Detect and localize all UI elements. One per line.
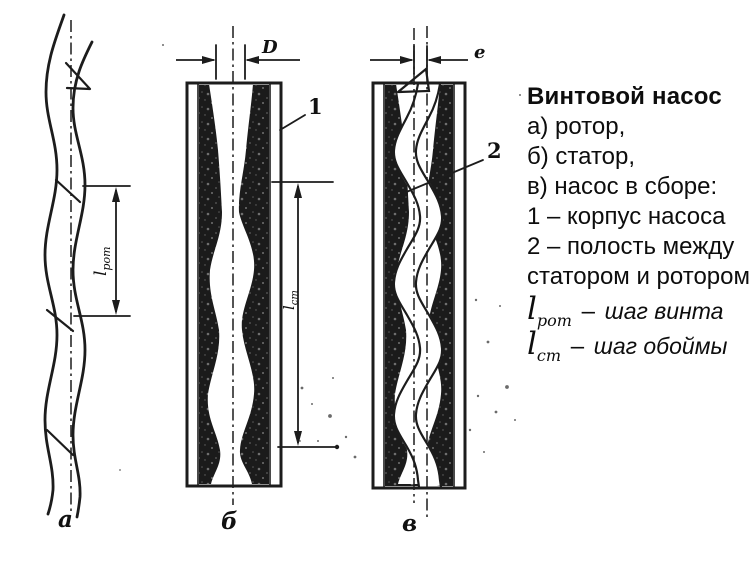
rotor-outline-left (43, 13, 66, 516)
figure-rotor: lрот а (43, 13, 131, 533)
formula-description: шаг винта (604, 298, 724, 324)
assembly-housing-rect (371, 81, 467, 490)
stator-pitch-dimension: lст (271, 181, 340, 450)
stator-diameter-dimension: D (176, 37, 300, 80)
dim-arrow-right (400, 56, 414, 64)
callout-leader-line (403, 159, 484, 194)
dim-arrow-left (427, 56, 441, 64)
assembly-eccentricity-dimension: e (370, 42, 485, 75)
assembly-callout-number: 2 (487, 138, 502, 163)
rotor-pitch-dimension: lрот (73, 185, 131, 317)
pitch-subscript: рот (536, 311, 572, 330)
pitch-subscript: ст (536, 346, 562, 365)
rotor-thread-line (45, 428, 75, 457)
rotor-thread-line (54, 178, 82, 204)
legend-item-rotor: а) ротор, (527, 113, 626, 140)
legend-item-stator: б) статор, (527, 143, 636, 170)
figure-assembly: e 2 в (370, 26, 502, 537)
pitch-symbol: l (527, 291, 537, 327)
dim-arrow-down (112, 300, 120, 315)
pitch-symbol: l (527, 326, 537, 362)
legend-item-cavity-2: статором и ротором (527, 263, 750, 290)
figure-assembly-caption: в (402, 510, 417, 537)
assembly-rotor-body (394, 82, 442, 489)
assembly-callout-cavity: 2 (403, 138, 502, 194)
formula-description: шаг обоймы (593, 333, 728, 359)
assembly-rotor-edge-right (414, 82, 444, 489)
callout-leader-line (279, 114, 306, 131)
rotor-thread-line (45, 308, 75, 333)
stator-pitch-dim-label: lст (280, 290, 301, 310)
legend-item-assembly: в) насос в сборе: (527, 173, 718, 200)
dim-arrow-right (202, 56, 216, 64)
dim-tick-dot (334, 444, 340, 450)
rotor-thread-flag (64, 61, 92, 91)
legend-title: Винтовой насос (527, 83, 722, 110)
stator-housing-rect (185, 81, 283, 488)
dim-arrow-left (245, 56, 259, 64)
figure-stator: D 1 lст б (176, 26, 340, 535)
dim-arrow-up (112, 187, 120, 202)
legend-formula-stator-pitch: lст – шаг обоймы (527, 326, 749, 365)
rotor-pitch-dim-label: lрот (91, 246, 113, 276)
legend: Винтовой насос а) ротор, б) статор, в) н… (527, 82, 750, 365)
stator-helical-cavity (207, 84, 255, 484)
stator-callout-housing: 1 (279, 94, 323, 131)
formula-dash: – (581, 298, 595, 325)
dim-arrow-down (294, 431, 302, 446)
rotor-outline-right (71, 40, 94, 519)
stator-callout-number: 1 (308, 94, 323, 119)
legend-item-cavity-1: 2 – полость между (527, 233, 735, 260)
scan-noise-speckles (119, 44, 521, 471)
formula-dash: – (570, 333, 585, 360)
assembly-eccentricity-label: e (474, 42, 485, 63)
dim-arrow-up (294, 183, 302, 198)
legend-item-housing: 1 – корпус насоса (527, 203, 726, 230)
legend-formula-screw-pitch: lрот – шаг винта (527, 291, 749, 330)
stator-diameter-label: D (261, 37, 278, 58)
figure-rotor-caption: а (58, 506, 73, 533)
assembly-rotor-edge-left (392, 82, 422, 489)
assembly-thread-flag (396, 66, 431, 94)
figure-stator-caption: б (221, 508, 238, 535)
